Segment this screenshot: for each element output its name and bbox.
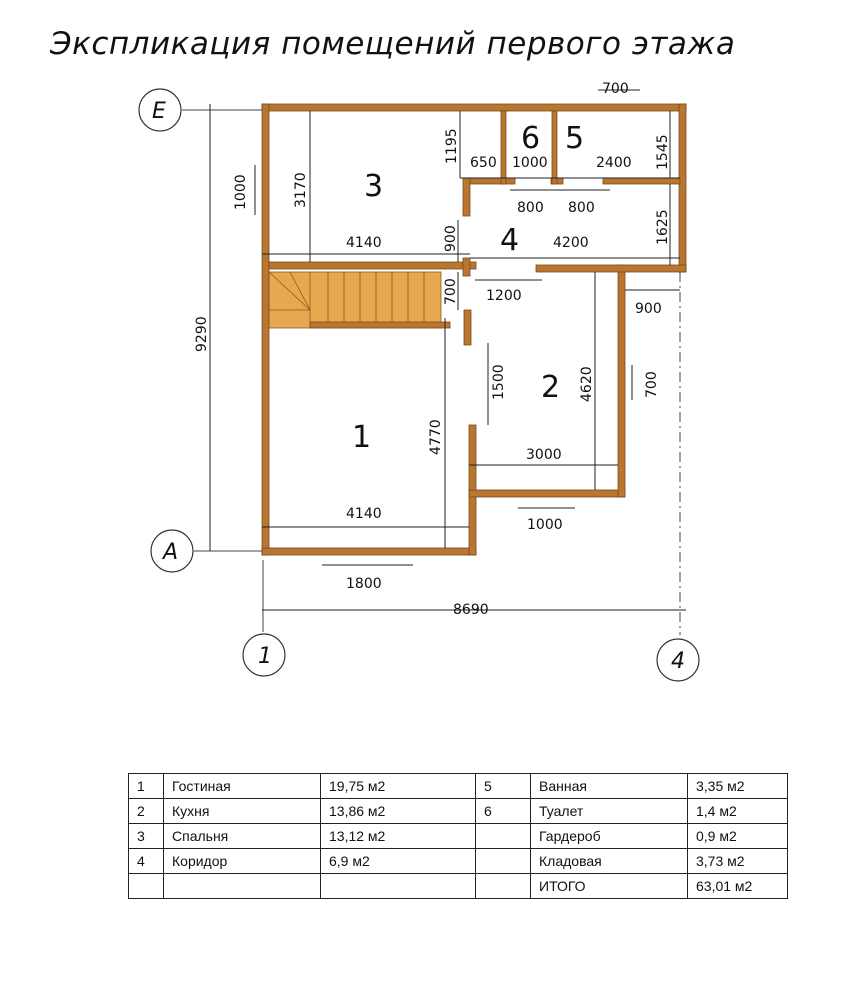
dim-1000: 1000 bbox=[233, 174, 249, 210]
dim-700: 700 bbox=[602, 81, 629, 97]
table-cell: Спальня bbox=[163, 823, 321, 849]
dim-2400: 2400 bbox=[596, 155, 632, 171]
dim-4140: 4140 bbox=[346, 506, 382, 522]
dim-900: 900 bbox=[635, 301, 662, 317]
table-cell bbox=[128, 873, 164, 899]
table-cell: Гардероб bbox=[530, 823, 688, 849]
table-cell bbox=[475, 823, 531, 849]
room-number-1: 1 bbox=[352, 420, 371, 455]
table-cell: ИТОГО bbox=[530, 873, 688, 899]
axis-label: А bbox=[161, 540, 178, 565]
floor-plan: 1 2 3 4 5 6 700 1195 650 1000 2400 1545 … bbox=[138, 81, 700, 682]
table-cell: 1,4 м2 bbox=[687, 798, 788, 824]
walls bbox=[261, 103, 687, 556]
table-cell: 3 bbox=[128, 823, 164, 849]
dim-4140: 4140 bbox=[346, 235, 382, 251]
axis-marker-4: 4 bbox=[656, 638, 700, 682]
room-number-3: 3 bbox=[364, 169, 383, 204]
dim-1800: 1800 bbox=[346, 576, 382, 592]
axis-marker-1: 1 bbox=[242, 633, 286, 677]
table-cell: Коридор bbox=[163, 848, 321, 874]
table-cell: 6 bbox=[475, 798, 531, 824]
table-cell: 4 bbox=[128, 848, 164, 874]
table-cell: 19,75 м2 bbox=[320, 773, 476, 799]
table-cell: Кладовая bbox=[530, 848, 688, 874]
room-number-5: 5 bbox=[565, 121, 584, 156]
table-cell bbox=[163, 873, 321, 899]
table-cell: 5 bbox=[475, 773, 531, 799]
dim-800: 800 bbox=[568, 200, 595, 216]
dim-4620: 4620 bbox=[579, 366, 595, 402]
table-cell: 13,12 м2 bbox=[320, 823, 476, 849]
axis-marker-e: Е bbox=[138, 88, 182, 132]
dimension-labels: 700 1195 650 1000 2400 1545 800 800 1625… bbox=[194, 81, 671, 618]
table-cell: 13,86 м2 bbox=[320, 798, 476, 824]
table-cell: 1 bbox=[128, 773, 164, 799]
dim-1545: 1545 bbox=[655, 134, 671, 170]
dim-700: 700 bbox=[443, 278, 459, 305]
axis-label: Е bbox=[152, 99, 166, 124]
table-cell bbox=[475, 848, 531, 874]
room-number-4: 4 bbox=[500, 223, 519, 258]
dim-1000: 1000 bbox=[527, 517, 563, 533]
axis-marker-a: А bbox=[150, 529, 194, 573]
dim-1625: 1625 bbox=[655, 209, 671, 245]
axis-label: 1 bbox=[258, 644, 272, 669]
table-cell: 6,9 м2 bbox=[320, 848, 476, 874]
dim-1000: 1000 bbox=[512, 155, 548, 171]
dim-1195: 1195 bbox=[444, 128, 460, 164]
table-cell: 2 bbox=[128, 798, 164, 824]
dim-650: 650 bbox=[470, 155, 497, 171]
table-cell bbox=[320, 873, 476, 899]
table-cell: 0,9 м2 bbox=[687, 823, 788, 849]
table-cell: Ванная bbox=[530, 773, 688, 799]
table-cell: Гостиная bbox=[163, 773, 321, 799]
table-cell: Туалет bbox=[530, 798, 688, 824]
dim-1500: 1500 bbox=[491, 364, 507, 400]
dim-9290: 9290 bbox=[194, 316, 210, 352]
dim-4770: 4770 bbox=[428, 419, 444, 455]
table-cell bbox=[475, 873, 531, 899]
table-cell: 3,35 м2 bbox=[687, 773, 788, 799]
table-cell: 63,01 м2 bbox=[687, 873, 788, 899]
dim-800: 800 bbox=[517, 200, 544, 216]
page-title: Экспликация помещений первого этажа bbox=[50, 26, 736, 62]
dimension-lines bbox=[209, 89, 686, 611]
dim-3000: 3000 bbox=[526, 447, 562, 463]
room-number-6: 6 bbox=[521, 121, 540, 156]
dim-700: 700 bbox=[644, 371, 660, 398]
dim-3170: 3170 bbox=[293, 172, 309, 208]
table-cell: 3,73 м2 bbox=[687, 848, 788, 874]
room-number-2: 2 bbox=[541, 370, 560, 405]
dim-900: 900 bbox=[443, 225, 459, 252]
axis-label: 4 bbox=[671, 649, 685, 674]
staircase bbox=[268, 271, 442, 329]
dim-4200: 4200 bbox=[553, 235, 589, 251]
table-cell: Кухня bbox=[163, 798, 321, 824]
dim-8690: 8690 bbox=[453, 602, 489, 618]
dim-1200: 1200 bbox=[486, 288, 522, 304]
